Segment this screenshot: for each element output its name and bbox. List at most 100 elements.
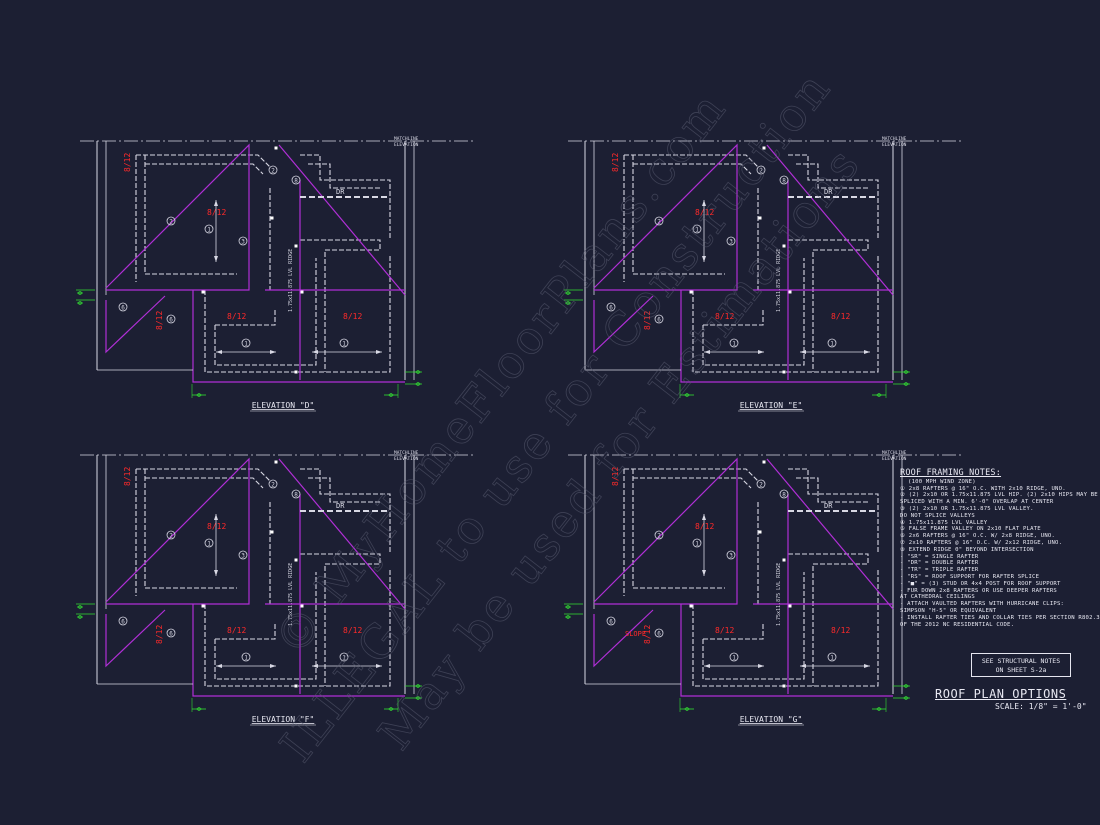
interior-wall <box>204 255 391 373</box>
interior-wall <box>300 468 391 554</box>
rafter-callout-circle <box>654 530 664 540</box>
rafter-callout-number: 2 <box>657 532 661 539</box>
interior-wall <box>632 469 725 589</box>
notes-subtitle: (100 MPH WIND ZONE) <box>908 478 976 485</box>
post-marker <box>758 216 762 220</box>
note-line: ⑦ 2x10 RAFTERS @ 16" O.C. W/ 2x12 RIDGE,… <box>900 539 1063 546</box>
rafter-callout-circle <box>726 550 736 560</box>
pitch-label: 8/12 <box>611 153 620 172</box>
post-marker <box>782 684 786 688</box>
arrow-head <box>704 664 710 668</box>
interior-wall <box>692 255 879 373</box>
dimension-node <box>877 393 881 397</box>
roof-hip-line <box>278 144 406 296</box>
interior-wall <box>300 239 381 372</box>
interior-wall <box>144 155 237 275</box>
pitch-label: 8/12 <box>343 312 362 321</box>
interior-wall <box>788 239 869 372</box>
rafter-callout-circle <box>756 165 766 175</box>
rafter-callout-circle <box>654 314 664 324</box>
rafter-callout-circle <box>118 616 128 626</box>
rafter-callout-circle <box>779 489 789 499</box>
arrow-head <box>758 664 764 668</box>
interior-wall <box>796 163 868 189</box>
rafter-callout-circle <box>241 338 251 348</box>
note-line: ⑧ EXTEND RIDGE 0" BEYOND INTERSECTION <box>900 546 1034 553</box>
rafter-callout-number: 2 <box>271 167 275 174</box>
rafter-callout-number: 6 <box>609 304 613 311</box>
arrow-head <box>864 664 870 668</box>
interior-wall <box>788 553 869 686</box>
double-rafter-label: DR <box>824 502 833 510</box>
arrow-head <box>376 664 382 668</box>
rafter-callout-number: 1 <box>830 340 834 347</box>
matchline-elevation-label: ELEVATION <box>394 456 419 462</box>
roof-hip-line <box>593 143 738 291</box>
dimension-node <box>78 301 82 305</box>
pitch-label: 8/12 <box>611 467 620 486</box>
rafter-callout-number: 3 <box>241 552 245 559</box>
note-line: ④ 1.75x11.875 LVL VALLEY <box>900 519 988 526</box>
post-marker <box>300 290 304 294</box>
dimension-node <box>389 707 393 711</box>
rafter-callout-number: 3 <box>241 238 245 245</box>
matchline-elevation-label: ELEVATION <box>882 456 907 462</box>
roof-hip-line <box>766 458 894 610</box>
pitch-label: 8/12 <box>695 522 714 531</box>
arrow-head <box>702 514 706 520</box>
rafter-callout-circle <box>729 652 739 662</box>
rafter-callout-circle <box>726 236 736 246</box>
pitch-label: 8/12 <box>155 625 164 644</box>
rafter-callout-number: 6 <box>169 316 173 323</box>
pitch-label: 8/12 <box>643 311 652 330</box>
post-marker <box>300 604 304 608</box>
post-marker <box>294 244 298 248</box>
matchline-label: MATCHLINE <box>882 450 907 456</box>
note-line: ⑥ 2x6 RAFTERS @ 16" O.C. W/ 2x8 RIDGE, U… <box>900 533 1056 540</box>
interior-wall <box>215 624 276 640</box>
rafter-callout-number: 1 <box>244 654 248 661</box>
rafter-callout-circle <box>204 224 214 234</box>
matchline-label: MATCHLINE <box>394 136 419 142</box>
ridge-beam-label: 1.75x11.875 LVL RIDGE <box>776 249 782 312</box>
arrow-head <box>214 256 218 262</box>
double-rafter-label: DR <box>336 502 345 510</box>
arrow-head <box>702 570 706 576</box>
arrow-head <box>214 200 218 206</box>
rafter-callout-number: 1 <box>732 340 736 347</box>
roof-eave-line <box>192 604 405 697</box>
arrow-head <box>270 664 276 668</box>
roof-valley-line <box>105 609 166 668</box>
post-marker <box>782 244 786 248</box>
pitch-label: 8/12 <box>123 467 132 486</box>
interior-wall <box>788 468 879 554</box>
pitch-label: 8/12 <box>831 626 850 635</box>
pitch-label: 8/12 <box>343 626 362 635</box>
rafter-callout-circle <box>238 236 248 246</box>
dimension-node <box>197 393 201 397</box>
arrow-head <box>312 664 318 668</box>
matchline-label: MATCHLINE <box>394 450 419 456</box>
rafter-callout-circle <box>756 479 766 489</box>
interior-wall <box>633 163 752 175</box>
rafter-callout-circle <box>238 550 248 560</box>
rafter-callout-circle <box>291 489 301 499</box>
post-marker <box>788 604 792 608</box>
rafter-callout-circle <box>118 302 128 312</box>
rafter-callout-circle <box>779 175 789 185</box>
interior-wall <box>703 624 764 640</box>
interior-wall <box>796 477 868 503</box>
post-marker <box>762 146 766 150</box>
interior-wall <box>692 569 879 687</box>
note-line: OF THE 2012 NC RESIDENTIAL CODE. <box>900 621 1015 628</box>
note-line: - "DR" = DOUBLE RAFTER <box>900 560 979 567</box>
plan-scale: SCALE: 1/8" = 1'-0" <box>995 702 1087 711</box>
rafter-callout-number: 2 <box>271 481 275 488</box>
pitch-label: 8/12 <box>207 208 226 217</box>
interior-wall <box>145 477 264 489</box>
notes-title: ROOF FRAMING NOTES: <box>900 468 1002 478</box>
ridge-beam-label: 1.75x11.875 LVL RIDGE <box>288 563 294 626</box>
rafter-callout-number: 1 <box>830 654 834 661</box>
rafter-callout-number: 8 <box>294 177 298 184</box>
rafter-callout-circle <box>692 538 702 548</box>
